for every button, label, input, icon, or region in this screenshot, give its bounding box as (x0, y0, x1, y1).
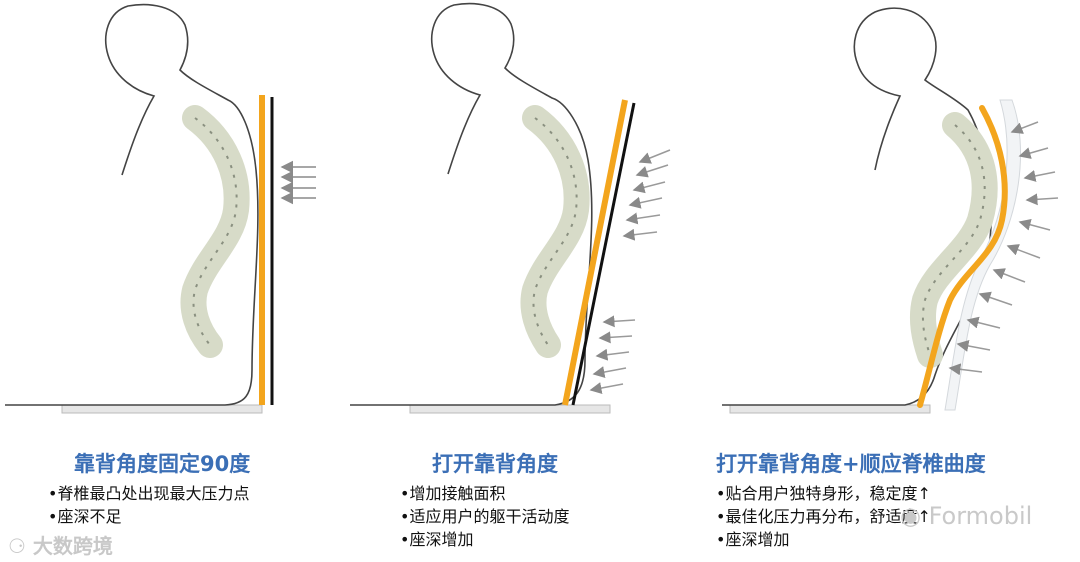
wechat-icon: ◉ (900, 502, 921, 530)
backrest-yellow-2 (562, 99, 628, 406)
panel-2-bullet-2: •适应用户的躯干活动度 (400, 507, 570, 526)
panel-3-illustration (722, 7, 1059, 414)
seat-2 (409, 404, 611, 414)
panel-2-caption: 打开靠背角度 •增加接触面积 •适应用户的躯干活动度 •座深增加 (400, 448, 569, 551)
watermark-right: ◉ Formobil (900, 502, 1032, 530)
watermark-left: ⚆ 大数跨境 (8, 530, 113, 559)
panel-2-title: 打开靠背角度 (432, 452, 558, 476)
spine-posture-diagram (5, 2, 1059, 414)
panel-2-bullet-3: •座深增加 (400, 530, 474, 549)
panel-1-illustration (5, 3, 316, 414)
panel-2-illustration (350, 2, 671, 414)
panel-3-bullet-3: •座深增加 (716, 530, 790, 549)
pressure-arrows-2 (589, 149, 671, 394)
spine-2 (520, 105, 590, 358)
body-outline-1 (5, 3, 259, 406)
body-outline-3 (722, 7, 993, 406)
watermark-logo-icon: ⚆ (8, 534, 26, 558)
panel-2-bullet-1: •增加接触面积 (400, 484, 506, 503)
panel-3-title: 打开靠背角度+顺应脊椎曲度 (716, 452, 986, 476)
spine-1 (180, 105, 250, 358)
watermark-left-text: 大数跨境 (32, 534, 113, 558)
panel-1-bullet-2: •座深不足 (48, 507, 122, 526)
panel-1-caption: 靠背角度固定90度 •脊椎最凸处出现最大压力点 •座深不足 (48, 448, 251, 528)
seat-1 (61, 404, 263, 414)
watermark-right-text: Formobil (928, 502, 1033, 530)
panel-1-title: 靠背角度固定90度 (74, 452, 251, 476)
panel-3-bullet-1: •贴合用户独特身形，稳定度↑ (716, 484, 931, 503)
pressure-arrows-1 (280, 160, 316, 205)
panel-1-bullet-1: •脊椎最凸处出现最大压力点 (48, 484, 250, 503)
pressure-arrows-3 (948, 121, 1059, 376)
panel-3-bullet-2: •最佳化压力再分布，舒适度↑ (716, 507, 931, 526)
backrest-yellow-3 (917, 105, 1008, 408)
seat-3 (729, 404, 931, 414)
backrest-black-2 (571, 102, 636, 406)
panel-3-caption: 打开靠背角度+顺应脊椎曲度 •贴合用户独特身形，稳定度↑ •最佳化压力再分布，舒… (716, 448, 986, 551)
spine-3 (909, 112, 998, 368)
